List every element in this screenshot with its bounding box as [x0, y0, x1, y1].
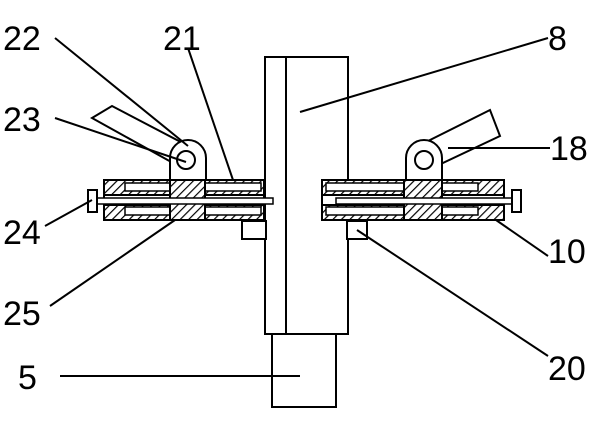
leader-lines [44, 37, 550, 377]
label-20: 20 [548, 350, 586, 388]
left-hinge [90, 104, 207, 181]
label-25: 25 [3, 295, 41, 333]
right-hinge [405, 108, 502, 181]
label-24: 24 [3, 214, 41, 252]
label-5: 5 [18, 359, 37, 397]
label-10: 10 [548, 233, 586, 271]
label-8: 8 [548, 20, 567, 58]
right-clamp-plate [321, 179, 522, 221]
label-21: 21 [163, 20, 201, 58]
label-23: 23 [3, 101, 41, 139]
label-18: 18 [550, 130, 588, 168]
left-clamp-plate [87, 179, 274, 221]
label-22: 22 [3, 20, 41, 58]
lower-shaft [271, 331, 337, 408]
